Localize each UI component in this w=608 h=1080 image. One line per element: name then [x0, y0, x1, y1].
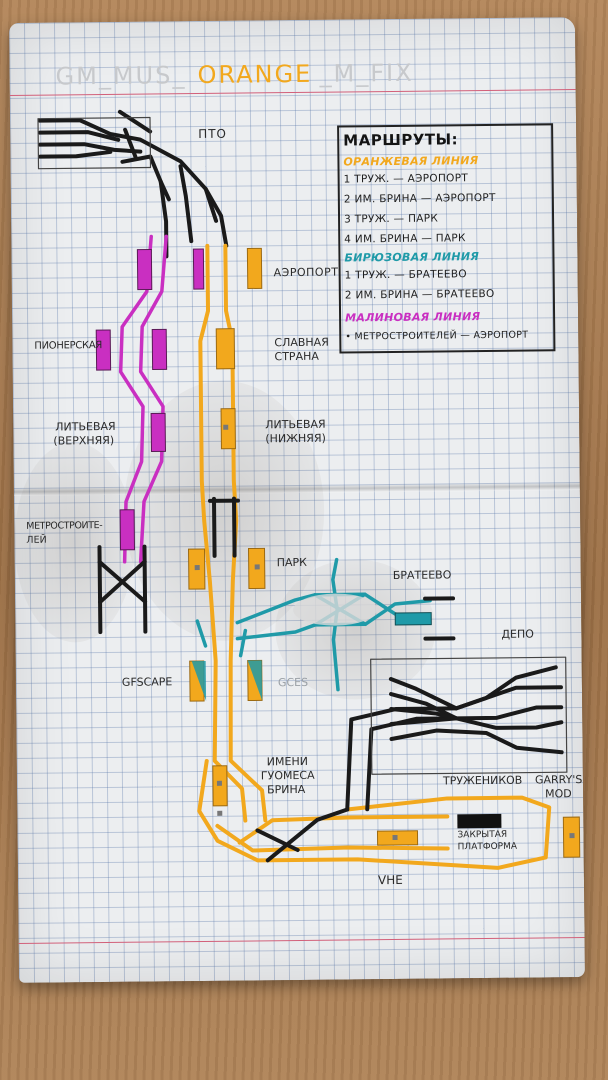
label-park: ПАРК [276, 555, 307, 570]
platform-brateevo [394, 612, 432, 626]
crimson-line-tracks [118, 234, 168, 564]
label-brateevo: БРАТЕЕВО [392, 568, 452, 583]
legend-orange-route-4: 4 ИМ. БРИНА — ПАРК [344, 232, 466, 246]
metro-track-diagram [37, 109, 581, 870]
legend-turquoise-heading: БИРЮЗОВАЯ ЛИНИЯ [344, 250, 480, 265]
legend-orange-route-2: 2 ИМ. БРИНА — АЭРОПОРТ [343, 191, 496, 206]
platform-aeroport [246, 247, 263, 290]
platform-aeroport-crimson-2 [192, 248, 205, 290]
label-slavnaya-1: СЛАВНАЯ [274, 335, 329, 350]
platform-liteynaya-upper [150, 412, 166, 453]
label-imeni-3: БРИНА [266, 782, 306, 797]
label-gfscape: GFSCAPE [121, 675, 173, 689]
turquoise-platforms [191, 593, 432, 701]
legend-title: МАРШРУТЫ: [343, 130, 459, 150]
label-imeni-2: ГУОМЕСА [260, 768, 315, 783]
legend-crimson-heading: МАЛИНОВАЯ ЛИНИЯ [345, 310, 481, 325]
label-depo: ДЕПО [501, 627, 534, 641]
label-liteynaya-upper-2: (ВЕРХНЯЯ) [53, 433, 115, 448]
label-metrostroiteley-2: ЛЕЙ [26, 534, 47, 546]
legend-orange-heading: ОРАНЖЕВАЯ ЛИНИЯ [343, 154, 479, 169]
label-liteynaya-upper-1: ЛИТЬЕВАЯ [55, 419, 116, 434]
platform-pionerskaya-right [151, 328, 168, 371]
label-zakrytaya-1: ЗАКРЫТАЯ [457, 829, 508, 841]
black-lower-tracks [97, 496, 564, 863]
label-pto: ПТО [198, 126, 228, 142]
legend-orange-route-3: 3 ТРУЖ. — ПАРК [344, 212, 439, 226]
label-pionerskaya: ПИОНЕРСКАЯ [34, 340, 103, 352]
label-truzhenikov: ТРУЖЕНИКОВ [442, 773, 523, 788]
label-liteynaya-lower-1: ЛИТЬЕВАЯ [265, 417, 326, 432]
label-imeni-1: ИМЕНИ [266, 754, 308, 769]
legend-turquoise-route-2: 2 ИМ. БРИНА — БРАТЕЕВО [344, 287, 495, 302]
label-garrys-2: MOD [545, 787, 572, 801]
turquoise-wedge-gces [247, 660, 263, 701]
label-liteynaya-lower-2: (НИЖНЯЯ) [265, 431, 326, 446]
legend-orange-route-1: 1 ТРУЖ. — АЭРОПОРТ [343, 172, 469, 186]
pto-area-outline [37, 116, 152, 170]
pto-yard-tracks [38, 109, 229, 259]
label-metrostroiteley-1: МЕТРОСТРОИТЕ- [26, 520, 103, 532]
notebook-page: GM_MUS_ ORANGE _M_FIX [8, 17, 586, 983]
label-slavnaya-2: СТРАНА [274, 349, 319, 364]
legend-crimson-route-1: • МЕТРОСТРОИТЕЛЕЙ — АЭРОПОРТ [345, 329, 529, 343]
closed-platform [457, 813, 502, 829]
depot-area-outline [370, 656, 568, 775]
label-gces: GCES [277, 675, 309, 690]
platform-slavnaya-strana [215, 328, 236, 370]
platform-metrostroiteley [119, 509, 136, 551]
label-garrys-1: GARRY'S [534, 773, 583, 787]
correction-tape [293, 593, 378, 626]
platform-aeroport-crimson [136, 249, 153, 291]
turquoise-wedge-gfscape [191, 660, 207, 701]
label-zakrytaya-2: ПЛАТФОРМА [457, 841, 518, 853]
platform-pionerskaya-left [95, 329, 112, 371]
orange-platforms [188, 247, 581, 858]
label-vhe: VHE [377, 872, 403, 888]
legend-turquoise-route-1: 1 ТРУЖ. — БРАТЕЕВО [344, 268, 467, 282]
crimson-platforms [95, 248, 205, 551]
label-aeroport: АЭРОПОРТ [273, 265, 339, 280]
